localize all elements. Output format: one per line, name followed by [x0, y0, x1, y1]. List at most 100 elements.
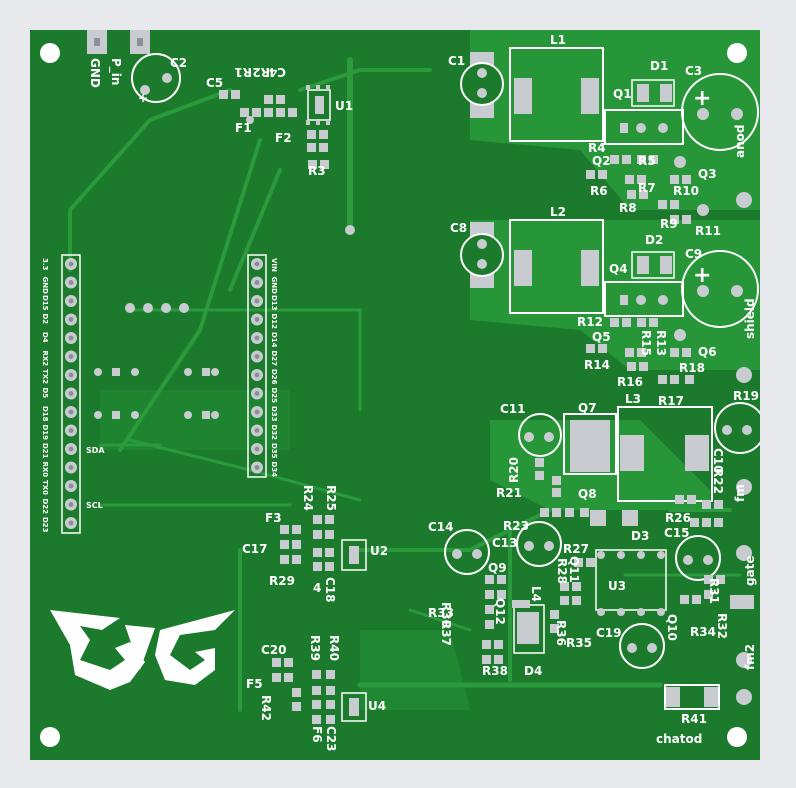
right-pin-label: D26 [270, 369, 278, 385]
l1-inductor [509, 47, 604, 142]
u1-chip [306, 85, 331, 125]
mounting-hole-br [727, 727, 747, 747]
label-q7: Q7 [578, 401, 597, 415]
left-pin-label: D5 [41, 388, 49, 399]
l2-inductor [509, 219, 604, 314]
c13-capacitor [516, 521, 562, 567]
label-c18: C18 [323, 577, 337, 603]
label-c23: C23 [324, 726, 338, 752]
u4-area-pads [272, 658, 335, 724]
label-u1: U1 [335, 99, 353, 113]
label-r24: R24 [301, 485, 315, 511]
r41-resistor [664, 684, 720, 710]
fm2-pad[interactable] [736, 652, 752, 668]
copper-traces [68, 57, 742, 712]
label-u3: U3 [608, 579, 626, 593]
u1-area-pads [219, 90, 329, 169]
left-pin-label: GND [41, 277, 49, 295]
label-r30: R30 [439, 602, 453, 628]
label-c19: C19 [596, 626, 622, 640]
label-anod: anod [733, 125, 747, 158]
label-c1: C1 [448, 54, 465, 68]
label-r4: R4 [588, 141, 606, 155]
right-pin-label: D35 [270, 443, 278, 459]
header-right [247, 254, 267, 478]
label-q1: Q1 [613, 87, 632, 101]
label-q10: Q10 [665, 614, 679, 641]
svg-text:+: + [693, 263, 711, 288]
label-d2: D2 [645, 233, 663, 247]
label-r25: R25 [324, 485, 338, 511]
label-f3: F3 [265, 511, 282, 525]
q5-q6-area-pads [586, 318, 694, 384]
c9-capacitor: + [681, 250, 759, 328]
label-r39: R39 [308, 635, 322, 661]
label-c14: C14 [428, 520, 454, 534]
left-pin-label: RX0 [41, 462, 49, 478]
label-r19: R19 [733, 389, 759, 403]
label-scl: SCL [86, 501, 103, 510]
label-q11: Q11 [567, 556, 581, 583]
pcb-board: + + [30, 30, 760, 760]
label-r28: R28 [555, 558, 569, 584]
q8-area-pads [535, 458, 723, 527]
label-c5: C5 [206, 76, 223, 90]
label-r2: R2 [252, 65, 270, 79]
label-r23: R23 [503, 519, 529, 533]
c1-capacitor [460, 52, 504, 118]
u2-chip [341, 539, 367, 571]
left-pin-label: D2 [41, 314, 49, 325]
mounting-hole-tr [727, 43, 747, 63]
label-r21: R21 [496, 486, 522, 500]
label-r22: R22 [711, 468, 725, 494]
label-f2: F2 [275, 131, 292, 145]
left-pin-label: RX2 [41, 351, 49, 367]
label-r6: R6 [590, 184, 608, 198]
brand-logo [50, 610, 235, 690]
label-r18: R18 [679, 361, 705, 375]
label-c8: C8 [450, 221, 467, 235]
label-gate: gate [743, 555, 757, 586]
label-d3: D3 [631, 529, 649, 543]
label-c3: C3 [685, 64, 702, 78]
anod-pad[interactable] [736, 192, 752, 208]
label-d4: D4 [524, 664, 542, 678]
u2-area-pads [280, 515, 334, 571]
fm-pad[interactable] [736, 479, 752, 495]
label-r42: R42 [259, 695, 273, 721]
label-r15: R15 [639, 330, 653, 356]
q9-u3-area-pads [482, 558, 725, 664]
label-q8: Q8 [578, 487, 597, 501]
shield-pad[interactable] [736, 367, 752, 383]
label-gnd: GND [88, 58, 102, 88]
c8-capacitor [460, 222, 504, 288]
u4-chip [341, 692, 367, 722]
label-f1: F1 [235, 121, 252, 135]
label-chatod: chatod [656, 732, 702, 746]
label-r26: R26 [665, 511, 691, 525]
label-4: 4 [313, 581, 321, 595]
label-q12: Q12 [493, 598, 507, 625]
d1-diode [631, 79, 675, 107]
label-q2: Q2 [592, 154, 611, 168]
label-q5: Q5 [592, 330, 611, 344]
right-pin-label: D13 [270, 295, 278, 311]
label-r35: R35 [566, 636, 592, 650]
label-f5: F5 [246, 677, 263, 691]
label-c13: C13 [492, 536, 518, 550]
label-r36: R36 [554, 620, 568, 646]
label-r34: R34 [690, 625, 716, 639]
gate-pad[interactable] [736, 545, 752, 561]
misc-vias [94, 116, 355, 419]
left-pin-label: TX2 [41, 369, 49, 384]
chatod-pad[interactable] [736, 689, 752, 705]
label-q4: Q4 [609, 262, 628, 276]
d2-diode [631, 251, 675, 279]
label-u2: U2 [370, 544, 388, 558]
header-left-pads [65, 258, 77, 529]
label-shield: shield [743, 298, 757, 339]
l4-inductor [512, 600, 545, 654]
label-r37: R37 [439, 620, 453, 646]
header-left-labels: 3.3GNDD15D2D4RX2TX2D5D18D19D21RX0TX0D22D… [41, 258, 49, 533]
